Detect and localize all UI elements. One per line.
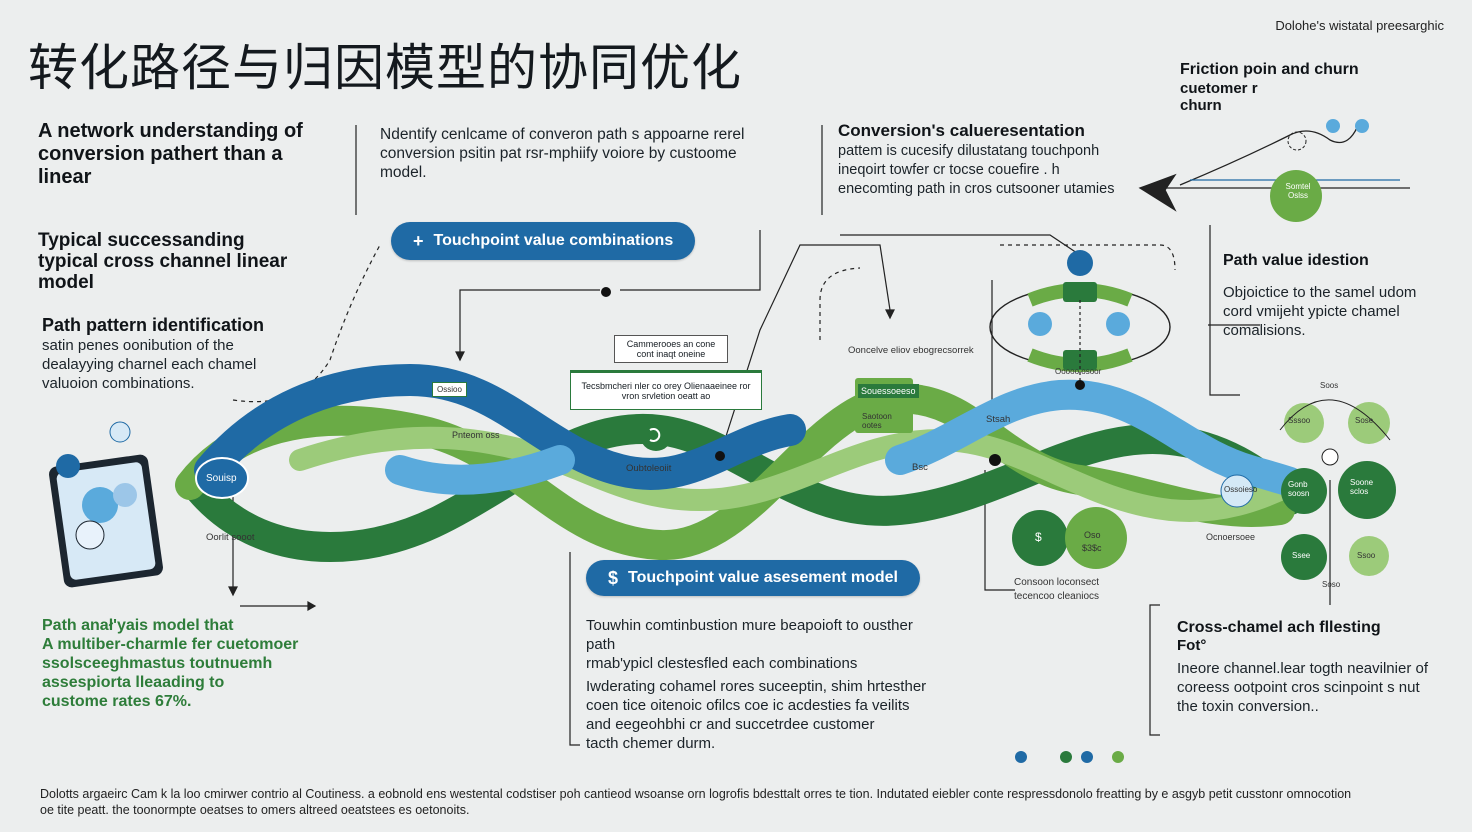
conversion-title: Conversion's calueresentation: [838, 121, 1085, 140]
friction-title: Friction poin and churn: [1180, 61, 1359, 78]
node-b-label: Sose: [1355, 416, 1374, 425]
green-box-label: Souessoeeso: [858, 384, 919, 398]
bottom-middle-block: Touwhin comtinbustion mure beapoioft to …: [586, 616, 1006, 753]
cycle-icon: [640, 419, 672, 451]
ring-label: Ooooo osoor: [1055, 367, 1102, 376]
bsc-label: Bsc: [912, 462, 928, 473]
green-box-sub: Saotoon ootes: [862, 412, 892, 430]
bottom-left-line4: assespiorta lleaading to: [42, 674, 225, 691]
pill-bottom-label: Touchpoint value asesement model: [628, 569, 898, 586]
phone-label: Oorlit sooot: [206, 532, 255, 543]
center-card-sub: Oubtoleoiit: [626, 463, 672, 474]
center-box-1-line2: cont inaqt oneine: [636, 349, 706, 359]
bottom-middle-line5: coen tice oitenoic ofilcs coe ic acdesti…: [586, 697, 910, 714]
start-node: [195, 457, 249, 499]
left-heading-1: A network understandiŋg of conversion pa…: [38, 120, 303, 188]
center-card: Tecsbmcheri nler co orey Olienaaeinee ro…: [570, 370, 762, 410]
friction-line3: churn: [1180, 97, 1222, 114]
stah-label: Stsah: [986, 414, 1011, 425]
node-c-label: Gonb soosn: [1288, 480, 1310, 498]
bottom-middle-line2: path: [586, 636, 616, 653]
touchpoint-combinations-pill[interactable]: + Touchpoint value combinations: [391, 222, 696, 260]
ring-cluster: [989, 250, 1171, 385]
friction-graphic: [1138, 119, 1410, 212]
ribbon-blue: [194, 363, 806, 490]
cluster-top-label: Soos: [1320, 381, 1339, 390]
bottom-right-title: Cross-chamel ach fllesting: [1177, 619, 1381, 636]
dollar-circle-label: $: [1035, 530, 1042, 544]
solid-connectors: [232, 125, 1331, 746]
legend-dot-2: [1060, 751, 1072, 763]
friction-line2: cuetomer r: [1180, 80, 1258, 97]
rect-label: Ossioo: [432, 382, 467, 397]
legend-dot-3: [1081, 751, 1093, 763]
dashed-connectors: [232, 244, 1176, 403]
plus-icon: +: [413, 230, 424, 251]
cluster-side-label: Ocnoersoee: [1206, 532, 1256, 542]
left-ribbon-label: Pnteom oss: [452, 430, 500, 440]
dollar-icon: $: [608, 567, 619, 588]
friction-node-label: Somtel Oslss: [1285, 182, 1311, 200]
node-d-label: Soone sclos: [1350, 478, 1374, 496]
oso-circle-sub: $3$c: [1082, 543, 1102, 553]
pill-top-label: Touchpoint value combinations: [433, 232, 674, 249]
center-box-1-line1: Cammerooes an cone: [626, 339, 716, 349]
path-value-title: Path value idestion: [1223, 252, 1369, 269]
bottom-middle-line4: Iwderating cohamel rores suceeptin, shim…: [586, 678, 927, 695]
left-text-3: satin penes oonibution of the dealayying…: [42, 337, 257, 392]
pin-markers: [601, 287, 1085, 466]
bottom-middle-line3: rmab'ypicl clestesfled each combinations: [586, 655, 858, 672]
bottom-right-title2: Fot°: [1177, 637, 1207, 654]
legend-dot-4: [1112, 751, 1124, 763]
bottom-left-line3: ssolsceeghmastus toutnuemh: [42, 655, 273, 672]
arrows: [228, 309, 895, 612]
legend-dot-1: [1015, 751, 1027, 763]
ribbon-light-blue: [385, 379, 1305, 497]
oso-circle-label: Oso: [1084, 530, 1101, 540]
bottom-left-line1: Path anał'yais model that: [42, 617, 234, 634]
top-middle-text: Ndentify cenlcame of converon path s app…: [380, 126, 745, 181]
small-node-label: Ossoieso: [1224, 485, 1258, 494]
node-e-label: Ssee: [1292, 551, 1311, 560]
phone-icon: [49, 421, 163, 588]
touchpoint-assessment-pill[interactable]: $ Touchpoint value asesement model: [586, 560, 920, 596]
bottom-middle-line7: tacth chemer durm.: [586, 735, 716, 752]
left-heading-2: Typical successanding typical cross chan…: [38, 230, 288, 293]
circle-dollar: [1012, 510, 1068, 566]
start-node-label: Souisp: [206, 473, 237, 484]
brand-label: Dolohe's wistatal preesarghic: [1275, 18, 1444, 33]
center-box-1: Cammerooes an cone cont inaqt oneine: [614, 335, 728, 363]
page-title: 转化路径与归因模型的协同优化: [28, 39, 742, 97]
green-box-top-label: Ooncelve eliov ebogrecsorrek: [848, 345, 974, 356]
bottom-left-line2: A multiber-charmle fer cuetomoer: [42, 636, 299, 653]
ribbon-light-green: [289, 426, 1301, 522]
friction-node: [1270, 170, 1322, 222]
bottom-left-block: Path anał'yais model that A multiber-cha…: [42, 616, 342, 711]
bottom-right-text: Ineore channel.lear togth neavilnier of …: [1177, 660, 1429, 715]
path-value-text: Objoictice to the samel udom cord vmijeh…: [1223, 284, 1417, 339]
node-f-label: Ssoo: [1357, 551, 1376, 560]
bottom-left-line5: custome rates 67%.: [42, 693, 192, 710]
cluster-bottom-label: Soso: [1322, 580, 1341, 589]
bottom-middle-line1: Touwhin comtinbustion mure beapoioft to …: [586, 617, 913, 634]
footer-text: Dolotts argaeirc Cam k la loo cmirwer co…: [40, 787, 1352, 817]
circle-oso: [1065, 507, 1127, 569]
conversion-text: pattem is cucesify dilustatang touchponh…: [838, 143, 1115, 197]
bottom-middle-line6: and eegeohbhi cr and succetrdee customer: [586, 716, 875, 733]
node-a-label: Sssoo: [1288, 416, 1311, 425]
circles-label-1: Consoon loconsect: [1014, 577, 1100, 588]
node-cluster: [1279, 399, 1396, 580]
left-heading-3: Path pattern identification: [42, 315, 265, 335]
circles-label-2: tecencoo cleaniocs: [1014, 591, 1100, 602]
